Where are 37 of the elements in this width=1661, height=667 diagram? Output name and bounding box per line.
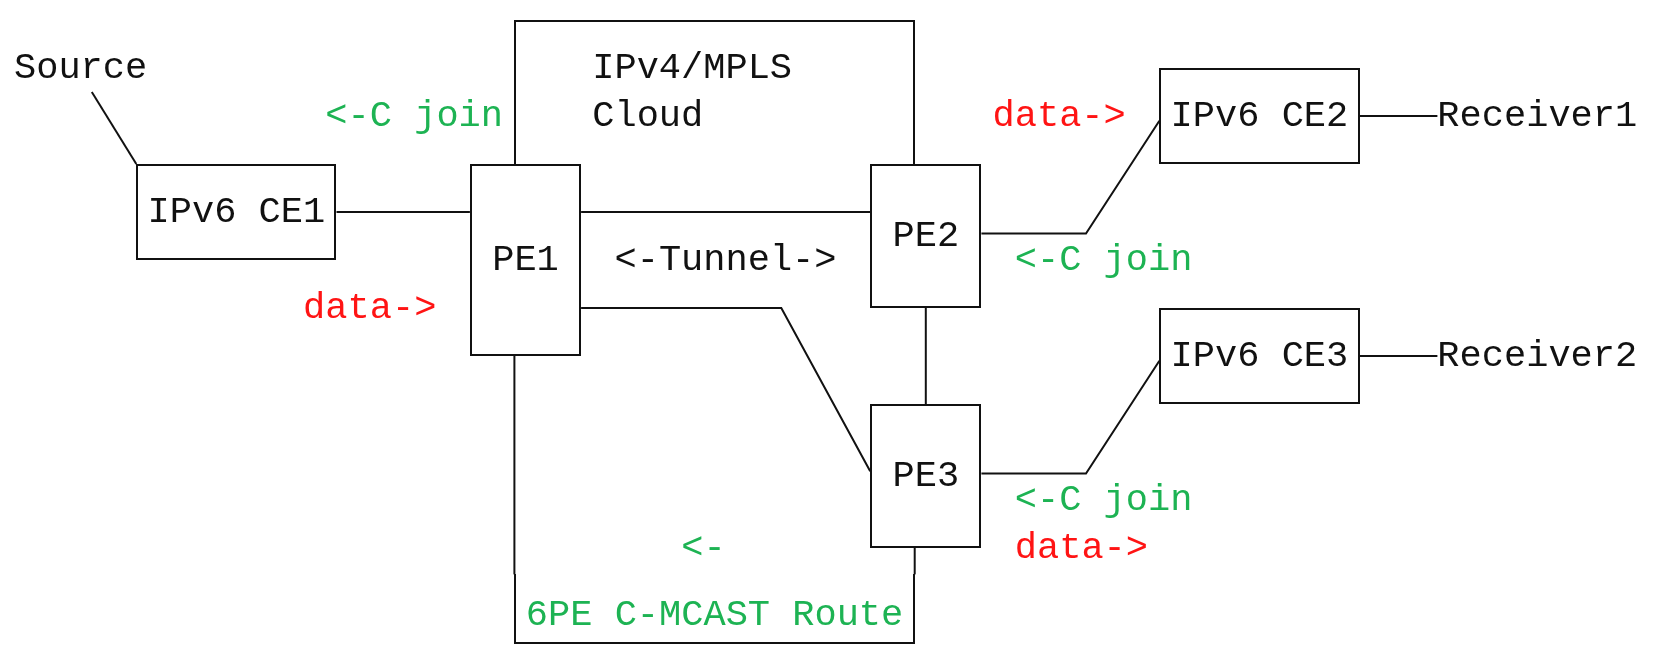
device-label: PE1 xyxy=(492,238,559,283)
connector-line xyxy=(1358,355,1439,357)
route-direction-label: <- xyxy=(681,526,726,571)
connector-line xyxy=(90,91,138,165)
connector-line xyxy=(580,211,872,213)
data-arrow-label: data-> xyxy=(1014,526,1149,571)
device-label: PE3 xyxy=(892,454,960,499)
data-arrow-label: data-> xyxy=(303,286,437,331)
device-label: IPv6 CE1 xyxy=(147,190,326,235)
connector-line xyxy=(980,119,1161,235)
device-label: IPv6 CE2 xyxy=(1170,94,1349,139)
cloud-region xyxy=(514,20,915,164)
pe-router-box xyxy=(870,164,982,308)
connector-line xyxy=(335,211,471,213)
receiver-label: Receiver1 xyxy=(1437,92,1638,140)
device-label: 6PE C-MCAST Route xyxy=(525,593,904,639)
connector-line xyxy=(980,359,1161,475)
source-label: Source xyxy=(14,44,148,92)
receiver-label: Receiver2 xyxy=(1437,332,1638,380)
join-arrow-label: <-C join xyxy=(1014,238,1193,283)
connector-line xyxy=(1358,115,1439,117)
connector-line xyxy=(913,547,916,576)
cloud-label: IPv4/MPLS Cloud xyxy=(592,46,794,139)
ce-router-box xyxy=(1159,68,1360,164)
device-label: IPv6 CE3 xyxy=(1170,334,1349,379)
connector-line xyxy=(924,307,927,405)
device-label: PE2 xyxy=(892,214,960,259)
data-arrow-label: data-> xyxy=(992,94,1126,139)
ce-router-box xyxy=(1159,308,1360,404)
connector-line xyxy=(580,307,872,473)
route-region xyxy=(514,574,915,644)
join-arrow-label: <-C join xyxy=(325,94,503,139)
pe-router-box xyxy=(469,164,582,356)
connector-line xyxy=(513,355,516,576)
ce-router-box xyxy=(136,164,337,260)
pe-router-box xyxy=(870,404,982,548)
join-arrow-label: <-C join xyxy=(1014,478,1193,523)
